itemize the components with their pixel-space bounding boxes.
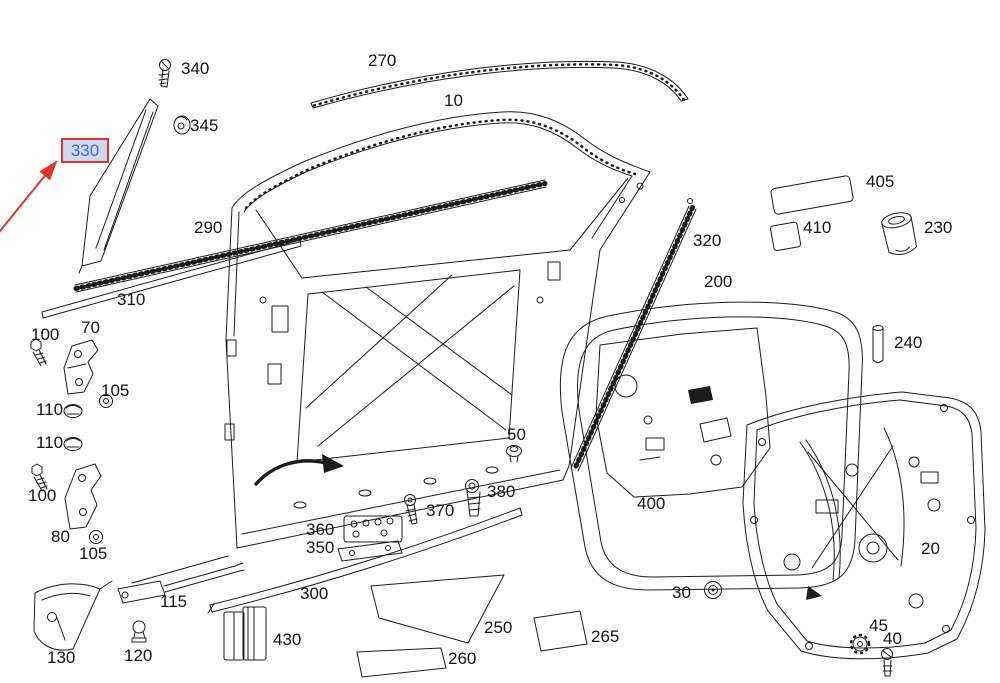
- part-label-270[interactable]: 270: [368, 51, 397, 70]
- part-label-20[interactable]: 20: [921, 539, 940, 558]
- pads-drawing-430: [223, 606, 267, 661]
- screw-icon-340: [158, 59, 171, 88]
- part-label-360[interactable]: 360: [306, 520, 335, 539]
- part-label-50[interactable]: 50: [507, 425, 526, 444]
- pad-drawing-405: [770, 175, 854, 215]
- door-seal-drawing-200: [559, 301, 863, 591]
- part-label-100-upper[interactable]: 100: [31, 325, 60, 344]
- part-label-100-lower[interactable]: 100: [28, 486, 57, 505]
- grommet-icon-50: [506, 445, 522, 463]
- plate-drawing-350: [337, 540, 403, 562]
- part-label-260[interactable]: 260: [448, 649, 477, 668]
- sheet-drawing-265: [533, 610, 588, 652]
- clip-icon-345: [173, 115, 191, 135]
- part-label-110-first[interactable]: 110: [36, 400, 64, 419]
- part-label-265[interactable]: 265: [591, 627, 620, 646]
- part-label-10[interactable]: 10: [444, 91, 463, 110]
- nut-icon-105-upper: [99, 394, 113, 408]
- part-label-300[interactable]: 300: [300, 584, 329, 603]
- belt-molding-drawing-290: [73, 179, 548, 293]
- part-label-430[interactable]: 430: [273, 630, 302, 649]
- part-label-400[interactable]: 400: [637, 494, 666, 513]
- roof-molding-drawing-270: [310, 60, 689, 109]
- grommet-icon-110-second: [63, 437, 83, 451]
- pad-drawing-410: [770, 221, 802, 252]
- deadener-panel-drawing-400: [595, 327, 771, 498]
- part-label-290[interactable]: 290: [194, 218, 223, 237]
- part-label-120[interactable]: 120: [124, 646, 153, 665]
- part-label-405[interactable]: 405: [866, 172, 895, 191]
- hinge-drawing-80: [64, 463, 102, 530]
- hinge-drawing-70: [63, 339, 99, 395]
- grommet-icon-110-first: [63, 404, 83, 418]
- sheet-drawing-250: [370, 574, 505, 644]
- part-label-80[interactable]: 80: [51, 527, 70, 546]
- sill-strip-drawing-300: [207, 507, 523, 614]
- highlighted-part-label[interactable]: 330: [61, 138, 109, 163]
- part-label-230[interactable]: 230: [924, 218, 953, 237]
- part-label-410[interactable]: 410: [803, 218, 832, 237]
- part-label-370[interactable]: 370: [426, 501, 455, 520]
- ball-stud-icon-120: [131, 620, 147, 643]
- part-label-240[interactable]: 240: [894, 333, 923, 352]
- part-label-30[interactable]: 30: [672, 583, 691, 602]
- gear-icon-45: [849, 633, 871, 655]
- screw-icon-40: [881, 648, 893, 677]
- part-label-70[interactable]: 70: [81, 318, 100, 337]
- part-label-345[interactable]: 345: [190, 116, 219, 135]
- bracket-drawing-130: [33, 580, 113, 651]
- bracket-drawing-360: [343, 515, 403, 543]
- part-label-105-upper[interactable]: 105: [101, 381, 130, 400]
- door-module-drawing-20: [742, 391, 986, 660]
- part-label-105-lower[interactable]: 105: [79, 544, 108, 563]
- part-label-115[interactable]: 115: [160, 592, 188, 611]
- grommet-icon-30: [704, 581, 722, 599]
- tape-roll-drawing-230: [881, 212, 917, 255]
- pin-drawing-240: [872, 325, 884, 363]
- nut-icon-105-lower: [89, 530, 103, 544]
- part-label-340[interactable]: 340: [181, 59, 210, 78]
- door-check-drawing-115: [117, 555, 245, 604]
- bolt-icon-100-lower: [31, 463, 48, 492]
- part-label-40[interactable]: 40: [883, 629, 902, 648]
- part-label-250[interactable]: 250: [484, 618, 513, 637]
- part-label-310[interactable]: 310: [117, 290, 146, 309]
- bolt-icon-380: [465, 479, 481, 517]
- sheet-drawing-260: [356, 647, 447, 678]
- window-trim-drawing-330: [78, 98, 159, 274]
- part-label-380[interactable]: 380: [487, 482, 516, 501]
- part-label-200[interactable]: 200: [704, 272, 733, 291]
- bolt-icon-100-upper: [30, 338, 47, 367]
- highlight-arrow: [0, 160, 58, 233]
- part-label-110-second[interactable]: 110: [36, 433, 64, 452]
- part-label-45[interactable]: 45: [869, 616, 888, 635]
- molding-strip-drawing-310: [41, 239, 302, 319]
- part-label-350[interactable]: 350: [306, 538, 335, 557]
- direction-arrow: [254, 454, 344, 486]
- part-label-130[interactable]: 130: [47, 648, 76, 667]
- part-label-320[interactable]: 320: [693, 231, 722, 250]
- door-frame-drawing-10: [224, 111, 651, 549]
- screw-icon-370: [404, 494, 418, 525]
